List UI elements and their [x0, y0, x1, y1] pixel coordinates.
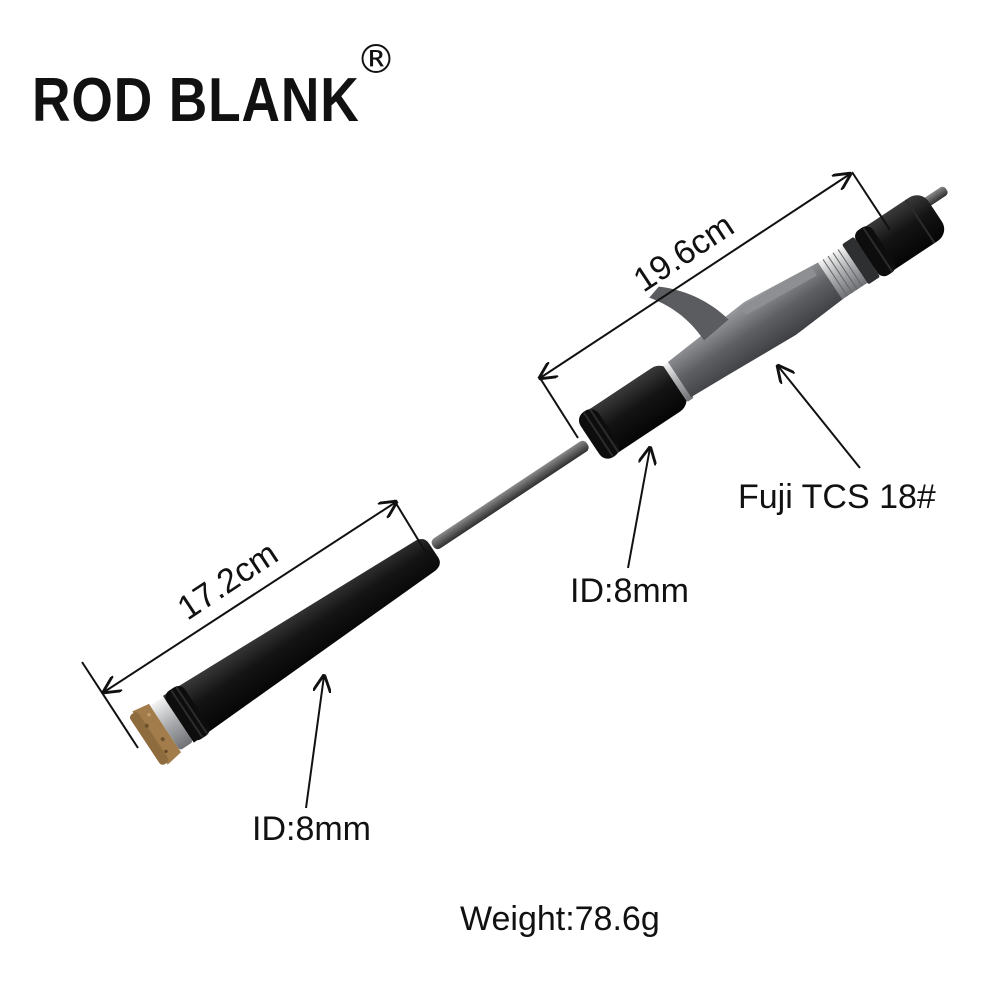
- pointer-front-grip: [627, 448, 650, 569]
- dimension-handle: [540, 172, 891, 439]
- cork-butt-cap: [129, 703, 182, 765]
- fishing-rod: [129, 186, 948, 765]
- dimension-rear-grip: [81, 500, 429, 749]
- rear-ring: [151, 697, 193, 750]
- reel-seat-label: Fuji TCS 18#: [738, 478, 936, 516]
- pointer-reel-seat: [778, 366, 861, 469]
- brand-logo: ROD BLANK: [32, 66, 360, 135]
- front-grip-id-label: ID:8mm: [570, 572, 689, 610]
- front-eva-grip: [578, 365, 687, 459]
- rear-eva-grip: [162, 539, 440, 743]
- blank-mid: [431, 440, 589, 550]
- rear-grip-id-label: ID:8mm: [252, 810, 371, 848]
- registered-mark: ®: [356, 37, 396, 83]
- weight-label: Weight:78.6g: [460, 900, 660, 938]
- pointer-rear-grip: [305, 676, 324, 809]
- fore-eva-grip: [855, 195, 945, 277]
